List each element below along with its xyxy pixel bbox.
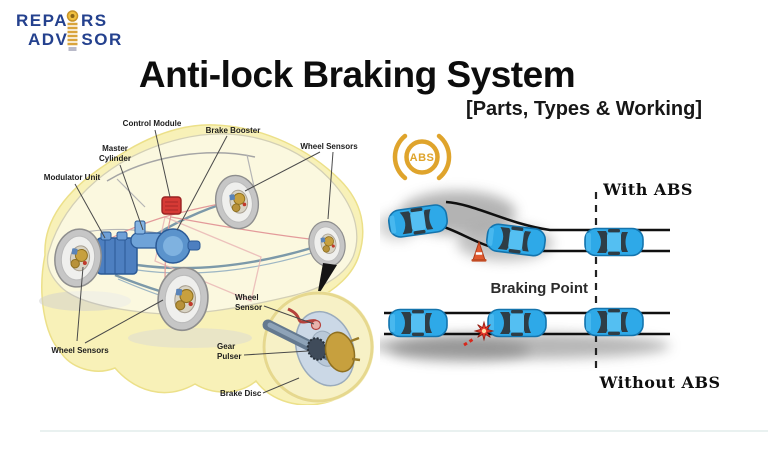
repairs-advisor-logo: REPA RS ADV SOR: [16, 10, 123, 51]
logo-text-rs: RS: [80, 11, 108, 30]
label-with-abs: With ABS: [602, 180, 693, 199]
label-control-module: Control Module: [123, 119, 182, 128]
car-without-abs-crashed: [388, 308, 448, 338]
abs-parts-diagram: Control Module Brake Booster Master Cyli…: [39, 119, 374, 405]
label-wheel-sensor-2: Sensor: [235, 303, 262, 312]
abs-warning-icon: ABS: [392, 133, 452, 181]
label-modulator-unit: Modulator Unit: [44, 173, 101, 182]
label-braking-point: Braking Point: [490, 280, 588, 297]
label-brake-booster: Brake Booster: [206, 126, 261, 135]
logo-text-adv: ADV: [28, 29, 69, 49]
label-wheel-sensor-1: Wheel: [235, 293, 259, 302]
label-leader-lines: [74, 129, 334, 394]
logo-text-sor: SOR: [81, 29, 123, 49]
logo-line-2: ADV SOR: [28, 29, 123, 49]
logo-text-repa: REPA: [16, 11, 68, 30]
logo-line-1: REPA RS: [16, 12, 123, 30]
control-module-box: [161, 196, 182, 215]
car-with-abs-braking: [584, 227, 644, 257]
page-subtitle: [Parts, Types & Working]: [466, 98, 702, 120]
brake-booster: [155, 228, 201, 264]
label-gear-pulser-1: Gear: [217, 342, 235, 351]
label-without-abs: Without ABS: [598, 373, 720, 392]
label-wheel-sensors-bottom: Wheel Sensors: [51, 346, 109, 355]
shock-absorber-icon: [66, 10, 79, 51]
car-without-abs-braking: [584, 307, 644, 337]
abs-comparison-diagram: With ABS Braking Point Without ABS: [380, 180, 720, 392]
car-without-abs-sliding: [487, 308, 547, 338]
bottom-divider: [40, 430, 768, 432]
label-gear-pulser-2: Pulser: [217, 352, 241, 361]
label-wheel-sensors-top: Wheel Sensors: [300, 142, 358, 151]
label-brake-disc: Brake Disc: [220, 389, 262, 398]
abs-light-label: ABS: [410, 152, 435, 164]
collision-icon: [463, 320, 495, 347]
label-master-cylinder-1: Master: [102, 144, 128, 153]
wheel-sensor-inset: [262, 291, 374, 403]
label-master-cylinder-2: Cylinder: [99, 154, 131, 163]
traffic-cone-icon: [471, 240, 487, 262]
inset-pointer: [317, 263, 337, 297]
page-title: Anti-lock Braking System: [138, 54, 576, 95]
